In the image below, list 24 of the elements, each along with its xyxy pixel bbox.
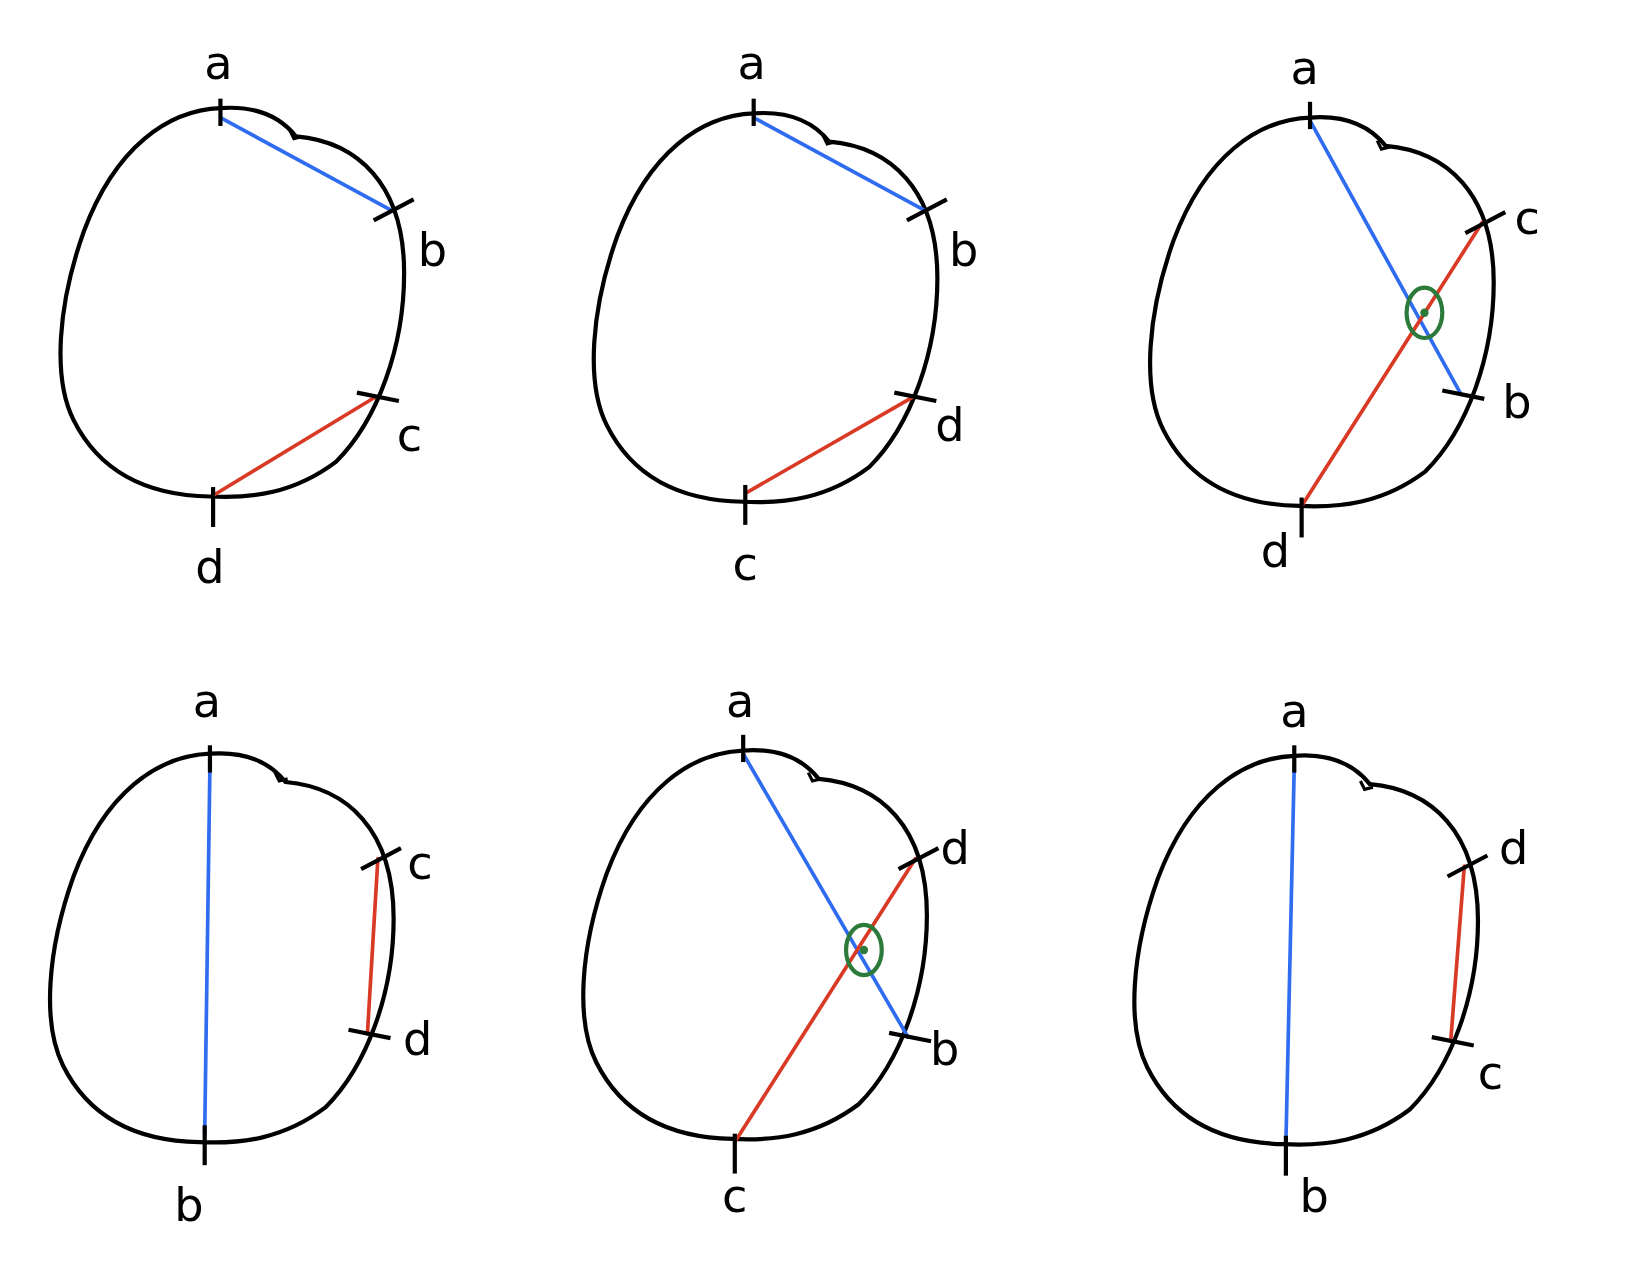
point-label: d (1499, 825, 1529, 872)
point-label: b (930, 1026, 960, 1073)
point-label: b (174, 1181, 204, 1229)
point-label: d (195, 543, 225, 590)
point-label: c (407, 839, 433, 886)
point-label: a (737, 39, 766, 87)
point-label: b (1299, 1173, 1329, 1220)
point-label: d (935, 402, 965, 449)
point-label: b (948, 226, 979, 273)
point-label: a (725, 678, 755, 725)
point-label: c (396, 412, 423, 459)
point-label: a (204, 39, 233, 87)
point-label: d (940, 825, 970, 872)
point-label: a (1280, 688, 1309, 735)
point-label: c (722, 1173, 748, 1220)
point-label: c (1477, 1049, 1504, 1096)
point-label: b (417, 226, 448, 273)
point-label: a (192, 678, 221, 725)
point-label: d (403, 1016, 433, 1063)
point-label: d (1260, 528, 1291, 575)
point-label: c (1514, 195, 1540, 242)
point-label: b (1502, 378, 1532, 426)
point-label: a (1290, 45, 1319, 92)
point-label: c (732, 541, 758, 588)
